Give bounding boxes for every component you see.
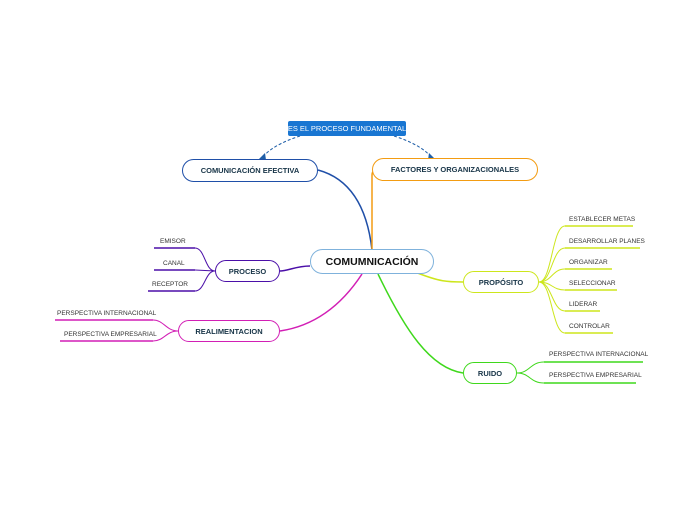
- callout-arrow-left: [261, 135, 301, 159]
- link-proceso-emisor: [194, 247, 216, 272]
- leaf-controlar[interactable]: CONTROLAR: [569, 323, 610, 330]
- link-proposito: [414, 271, 464, 283]
- leaf-organizar[interactable]: ORGANIZAR: [569, 259, 608, 266]
- leaf-desarrollar-planes[interactable]: DESARROLLAR PLANES: [569, 238, 645, 245]
- leaf-realimentacion-internacional[interactable]: PERSPECTIVA INTERNACIONAL: [57, 310, 157, 317]
- topic-comunicacion-efectiva[interactable]: COMUNICACIÓN EFECTIVA: [182, 159, 318, 182]
- callout-arrow-left-head: [258, 153, 266, 160]
- leaf-realimentacion-empresarial[interactable]: PERSPECTIVA EMPRESARIAL: [64, 331, 157, 338]
- leaf-emisor[interactable]: EMISOR: [160, 238, 186, 245]
- leaf-seleccionar[interactable]: SELECCIONAR: [569, 280, 616, 287]
- topic-proceso[interactable]: PROCESO: [215, 260, 280, 282]
- link-proposito-establecer: [538, 225, 566, 283]
- link-proposito-controlar: [538, 281, 566, 334]
- link-proceso-canal: [194, 269, 216, 272]
- link-ruido-empresarial: [516, 372, 545, 384]
- link-proposito-organizar: [538, 268, 566, 283]
- proposito-connectors: [538, 225, 566, 334]
- leaf-ruido-internacional[interactable]: PERSPECTIVA INTERNACIONAL: [549, 351, 649, 358]
- link-factores: [371, 169, 379, 250]
- link-proceso: [279, 265, 311, 272]
- leaf-liderar[interactable]: LIDERAR: [569, 301, 598, 308]
- link-proceso-receptor: [194, 270, 216, 292]
- link-comunicacion-efectiva: [317, 169, 373, 251]
- leaf-receptor[interactable]: RECEPTOR: [152, 281, 188, 288]
- topic-realimentacion[interactable]: REALIMENTACION: [178, 320, 280, 342]
- topic-proposito[interactable]: PROPÓSITO: [463, 271, 539, 293]
- leaf-canal[interactable]: CANAL: [163, 260, 185, 267]
- callout-arrow-right: [393, 135, 433, 159]
- link-realimentacion-internacional: [152, 319, 179, 332]
- central-node[interactable]: COMUMNICACIÓN: [310, 249, 434, 274]
- topic-ruido[interactable]: RUIDO: [463, 362, 517, 384]
- link-ruido-internacional: [516, 361, 545, 374]
- leaf-establecer-metas[interactable]: ESTABLECER METAS: [569, 216, 636, 223]
- link-proposito-desarrollar: [538, 247, 566, 283]
- link-realimentacion: [279, 273, 363, 332]
- callout-proceso-fundamental[interactable]: ES EL PROCESO FUNDAMENTAL: [288, 121, 406, 136]
- leaf-ruido-empresarial[interactable]: PERSPECTIVA EMPRESARIAL: [549, 372, 642, 379]
- proposito-underlines: [565, 225, 640, 334]
- link-realimentacion-empresarial: [152, 330, 179, 342]
- topic-factores[interactable]: FACTORES Y ORGANIZACIONALES: [372, 158, 538, 181]
- link-ruido: [377, 273, 464, 374]
